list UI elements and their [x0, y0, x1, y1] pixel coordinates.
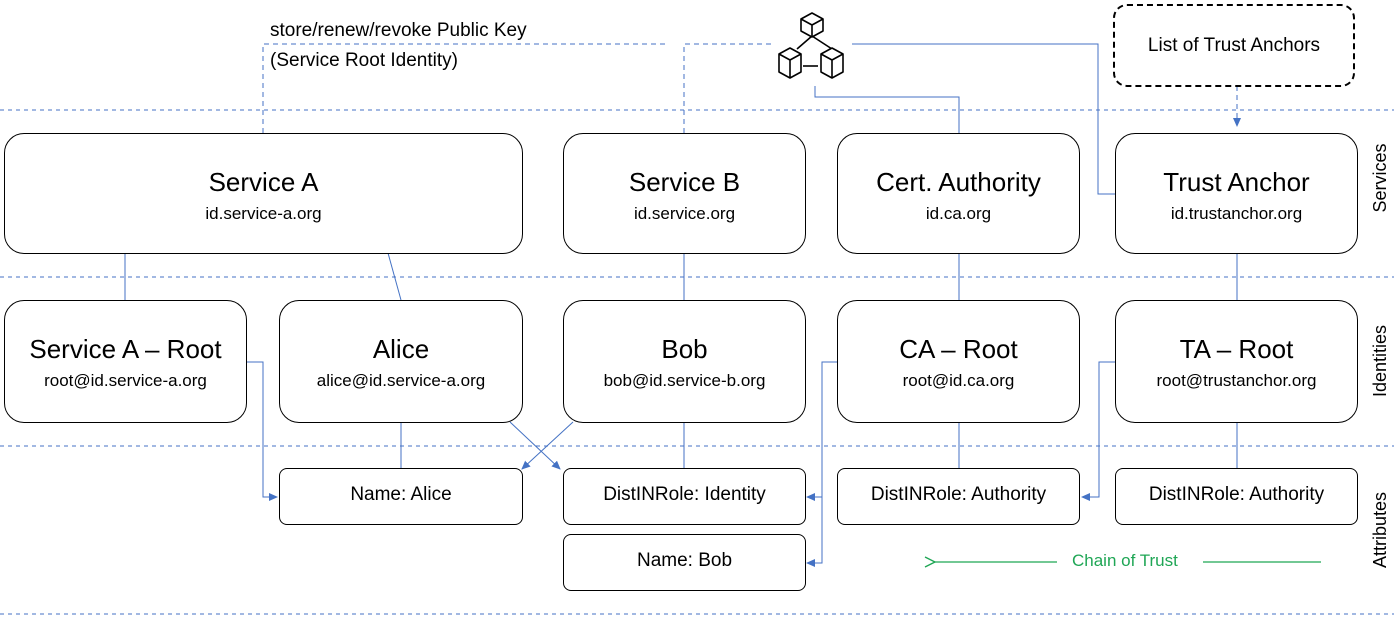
ta-root-sign-arrow	[1081, 361, 1115, 501]
layer-label-attributes: Attributes	[1370, 491, 1390, 569]
ta-root-id: root@trustanchor.org	[1156, 371, 1317, 390]
ca-ledger-link	[814, 86, 960, 133]
bob-title: Bob	[661, 334, 708, 364]
ta-root-identity: TA – Root root@trustanchor.org	[1115, 300, 1358, 423]
trust-anchor-list-label: List of Trust Anchors	[1147, 35, 1321, 56]
service-root-identity-annotation: (Service Root Identity)	[270, 50, 458, 71]
chain-of-trust-label: Chain of Trust	[1072, 551, 1178, 570]
attribute-role-authority-ca: DistINRole: Authority	[837, 468, 1080, 525]
service-a-root-title: Service A – Root	[29, 334, 222, 364]
trust-anchor-list: List of Trust Anchors	[1113, 4, 1355, 87]
attribute-role-authority-ca-label: DistINRole: Authority	[870, 483, 1047, 505]
service-a-alice-link	[387, 252, 402, 301]
attribute-name-bob-label: Name: Bob	[636, 549, 733, 571]
service-a-title: Service A	[208, 167, 319, 197]
cert-authority-title: Cert. Authority	[876, 167, 1041, 197]
blockchain-cubes-icon	[778, 12, 844, 79]
service-a-root-id: root@id.service-a.org	[44, 371, 207, 390]
alice-identity: Alice alice@id.service-a.org	[279, 300, 523, 423]
attribute-name-alice-label: Name: Alice	[350, 483, 452, 505]
attribute-role-identity: DistINRole: Identity	[563, 468, 806, 525]
service-a-root-identity: Service A – Root root@id.service-a.org	[4, 300, 247, 423]
bob-sign-arrow	[521, 421, 574, 470]
bob-identity: Bob bob@id.service-b.org	[563, 300, 806, 423]
layer-dividers	[0, 109, 1394, 615]
ca-root-sign-name-arrow	[806, 361, 837, 567]
service-b-title: Service B	[628, 167, 741, 197]
trust-anchor-ledger-link	[852, 43, 1116, 195]
ca-root-id: root@id.ca.org	[902, 371, 1015, 390]
trust-anchor-box: Trust Anchor id.trustanchor.org	[1115, 133, 1358, 254]
store-key-annotation: store/renew/revoke Public Key	[270, 20, 527, 41]
service-a-id: id.service-a.org	[205, 204, 322, 223]
attribute-role-authority-ta-label: DistINRole: Authority	[1148, 483, 1325, 505]
service-a-ledger-link	[262, 43, 665, 133]
trust-anchor-id: id.trustanchor.org	[1170, 204, 1303, 223]
service-b-box: Service B id.service.org	[563, 133, 806, 254]
ca-root-title: CA – Root	[899, 334, 1018, 364]
attribute-role-identity-label: DistINRole: Identity	[603, 483, 766, 505]
alice-title: Alice	[372, 334, 430, 364]
attribute-name-alice: Name: Alice	[279, 468, 523, 525]
trust-anchor-title: Trust Anchor	[1163, 167, 1310, 197]
service-a-root-sign-arrow	[246, 361, 278, 501]
service-a-box: Service A id.service-a.org	[4, 133, 523, 254]
alice-id: alice@id.service-a.org	[316, 371, 486, 390]
service-b-id: id.service.org	[633, 204, 736, 223]
service-b-ledger-link	[683, 43, 772, 133]
alice-sign-arrow	[509, 421, 561, 470]
layer-label-services: Services	[1370, 143, 1390, 213]
cert-authority-id: id.ca.org	[925, 204, 992, 223]
bob-id: bob@id.service-b.org	[603, 371, 766, 390]
layer-label-identities: Identities	[1370, 324, 1390, 398]
attribute-name-bob: Name: Bob	[563, 534, 806, 591]
attribute-role-authority-ta: DistINRole: Authority	[1115, 468, 1358, 525]
ta-root-title: TA – Root	[1179, 334, 1294, 364]
cert-authority-box: Cert. Authority id.ca.org	[837, 133, 1080, 254]
ca-root-identity: CA – Root root@id.ca.org	[837, 300, 1080, 423]
